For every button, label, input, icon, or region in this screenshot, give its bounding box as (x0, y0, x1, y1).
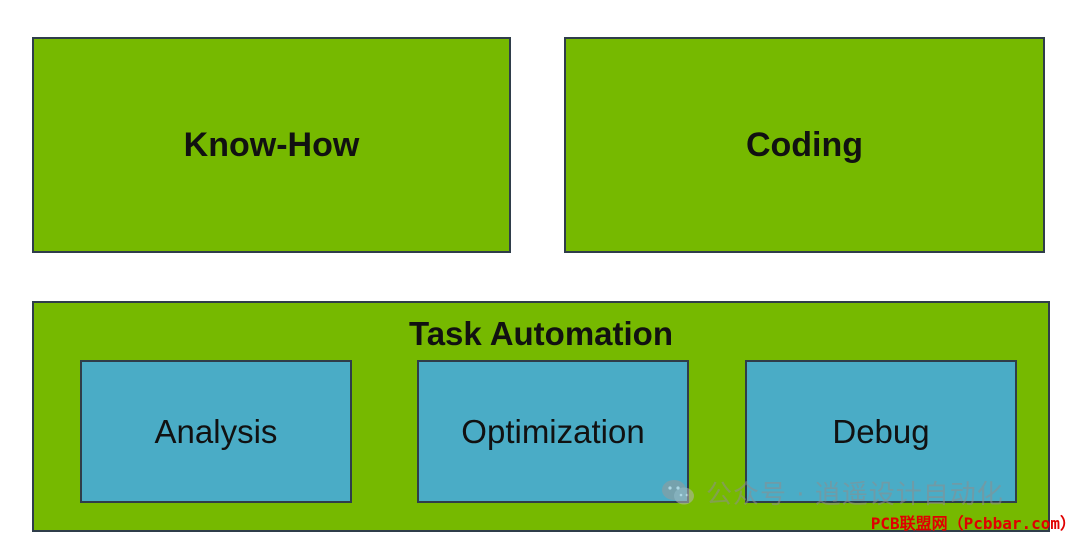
task-automation-box: Task Automation Analysis Optimization De… (32, 301, 1050, 532)
optimization-box: Optimization (417, 360, 689, 503)
watermark-text: 公众号 · 逍遥设计自动化 (706, 480, 1004, 510)
know-how-label: Know-How (183, 125, 360, 164)
analysis-box: Analysis (80, 360, 352, 503)
task-automation-title: Task Automation (408, 315, 674, 352)
watermark: 公众号 · 逍遥设计自动化 (660, 474, 1004, 511)
analysis-label: Analysis (154, 412, 278, 450)
watermark-source: PCB联盟网（Pcbbar.com） (870, 514, 1076, 533)
debug-label: Debug (832, 412, 930, 450)
coding-label: Coding (745, 125, 864, 164)
optimization-label: Optimization (461, 412, 645, 450)
coding-box: Coding (564, 37, 1045, 253)
wechat-icon (662, 479, 694, 504)
know-how-box: Know-How (32, 37, 511, 253)
debug-box: Debug (745, 360, 1017, 503)
